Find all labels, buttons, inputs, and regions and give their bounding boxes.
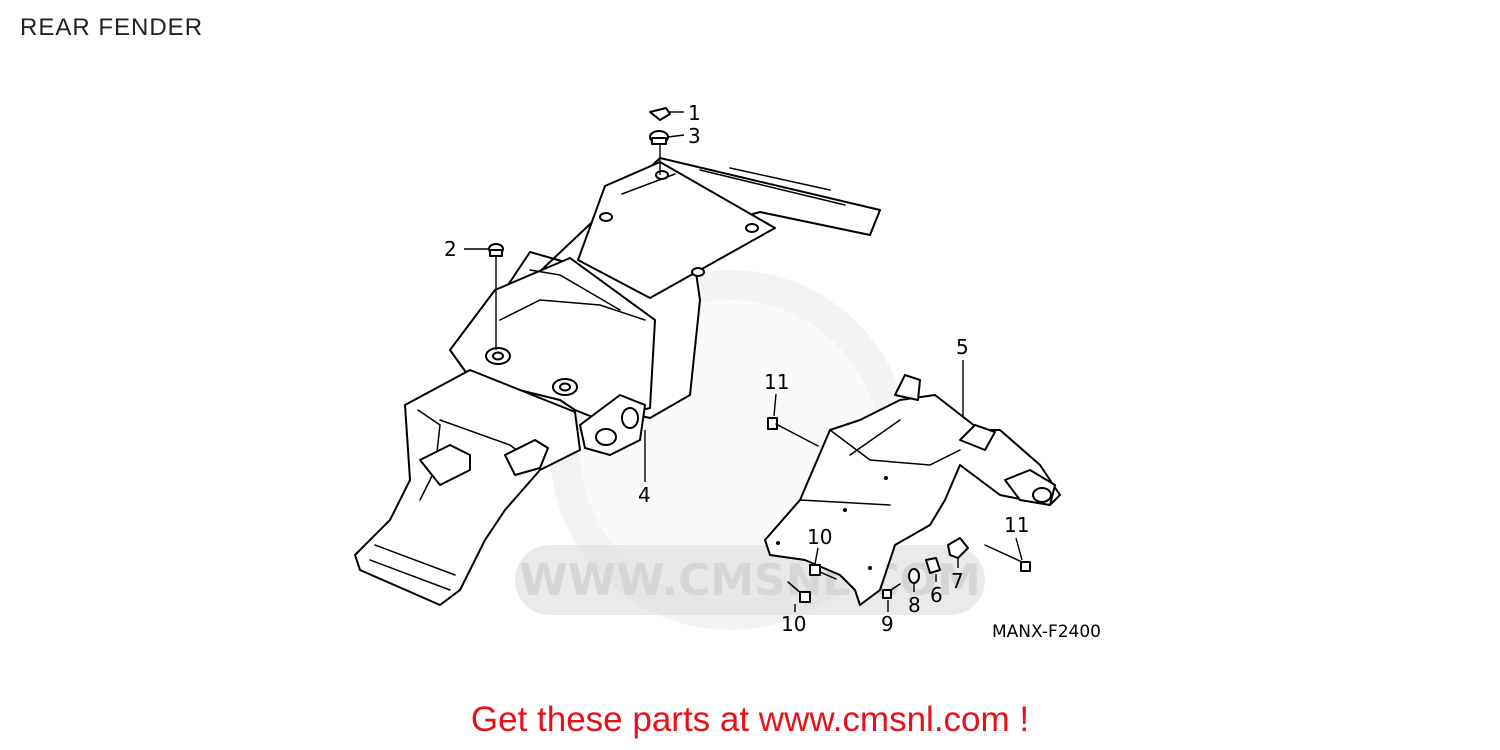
washer-8: [908, 568, 920, 584]
promo-link[interactable]: Get these parts at www.cmsnl.com !: [470, 700, 1030, 739]
nut-2: [488, 243, 504, 257]
bolt-11-left: [767, 417, 819, 447]
callout-5: 5: [956, 335, 969, 359]
grommet-3: [649, 130, 669, 145]
page-title: REAR FENDER: [20, 14, 204, 41]
rear-fender: [354, 157, 881, 606]
clip-7: [947, 537, 969, 559]
callout-1: 1: [688, 101, 701, 125]
bolt-11-right: [984, 544, 1031, 572]
diagram-code: MANX-F2400: [992, 622, 1101, 642]
callout-8: 8: [908, 593, 921, 617]
callout-10-lower: 10: [781, 612, 806, 636]
bolt-10-upper: [809, 564, 837, 580]
callout-6: 6: [930, 583, 943, 607]
fender-bracket: [764, 374, 1061, 606]
callout-11-right: 11: [1004, 513, 1029, 537]
callout-4: 4: [638, 483, 651, 507]
callout-9: 9: [881, 612, 894, 636]
callout-2: 2: [444, 237, 457, 261]
clip-1: [649, 107, 671, 121]
collar-6: [925, 557, 941, 574]
watermark-text: WWW.CMSNL.COM: [519, 555, 981, 606]
callout-7: 7: [951, 569, 964, 593]
bolt-10-lower: [787, 581, 811, 603]
screw-9: [882, 583, 901, 599]
leader-lines: [464, 111, 1023, 612]
callout-3: 3: [688, 124, 701, 148]
callout-10-upper: 10: [807, 525, 832, 549]
callout-11-left: 11: [764, 370, 789, 394]
